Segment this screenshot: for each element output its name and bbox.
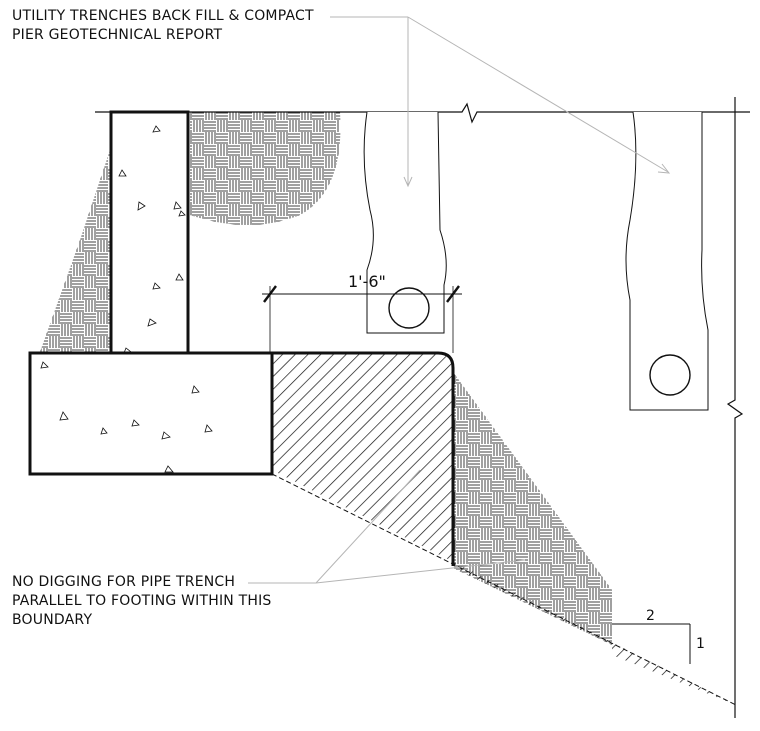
pipe-left [388, 287, 430, 329]
slope-run-label: 2 [646, 608, 655, 624]
backfill-note-line2: PIER GEOTECHNICAL REPORT [12, 27, 223, 43]
backfill-note-line1: UTILITY TRENCHES BACK FILL & COMPACT [12, 8, 314, 24]
slope-rise-label: 1 [696, 636, 705, 652]
backfill-trench-wedge [453, 372, 612, 645]
no-dig-boundary-line [271, 473, 737, 706]
leader-arrowheads [403, 163, 671, 188]
pipe-right [649, 354, 691, 396]
concrete-stem-wall [109, 110, 190, 356]
pipe-trench-right [625, 111, 709, 411]
concrete-footing [28, 351, 274, 476]
no-digging-note-line2: PARALLEL TO FOOTING WITHIN THIS [12, 593, 272, 609]
right-extent-line [726, 97, 744, 718]
no-digging-note-line3: BOUNDARY [12, 612, 93, 628]
backfill-note: UTILITY TRENCHES BACK FILL & COMPACT PIE… [12, 7, 314, 45]
slope-indicator [612, 623, 691, 664]
no-dig-zone-hatch [272, 352, 736, 705]
no-digging-note: NO DIGGING FOR PIPE TRENCH PARALLEL TO F… [12, 573, 272, 630]
concrete-aggregate-marks [40, 125, 213, 473]
backfill-left-of-wall [40, 150, 110, 352]
pipe-trench-left [363, 111, 447, 334]
backfill-top-near-wall [190, 112, 341, 225]
leader-lines [248, 16, 669, 584]
no-digging-note-line1: NO DIGGING FOR PIPE TRENCH [12, 574, 236, 590]
trench-width-dimension [262, 285, 462, 353]
trench-width-label: 1'-6" [348, 272, 386, 291]
slab-trench-edge [188, 351, 455, 566]
